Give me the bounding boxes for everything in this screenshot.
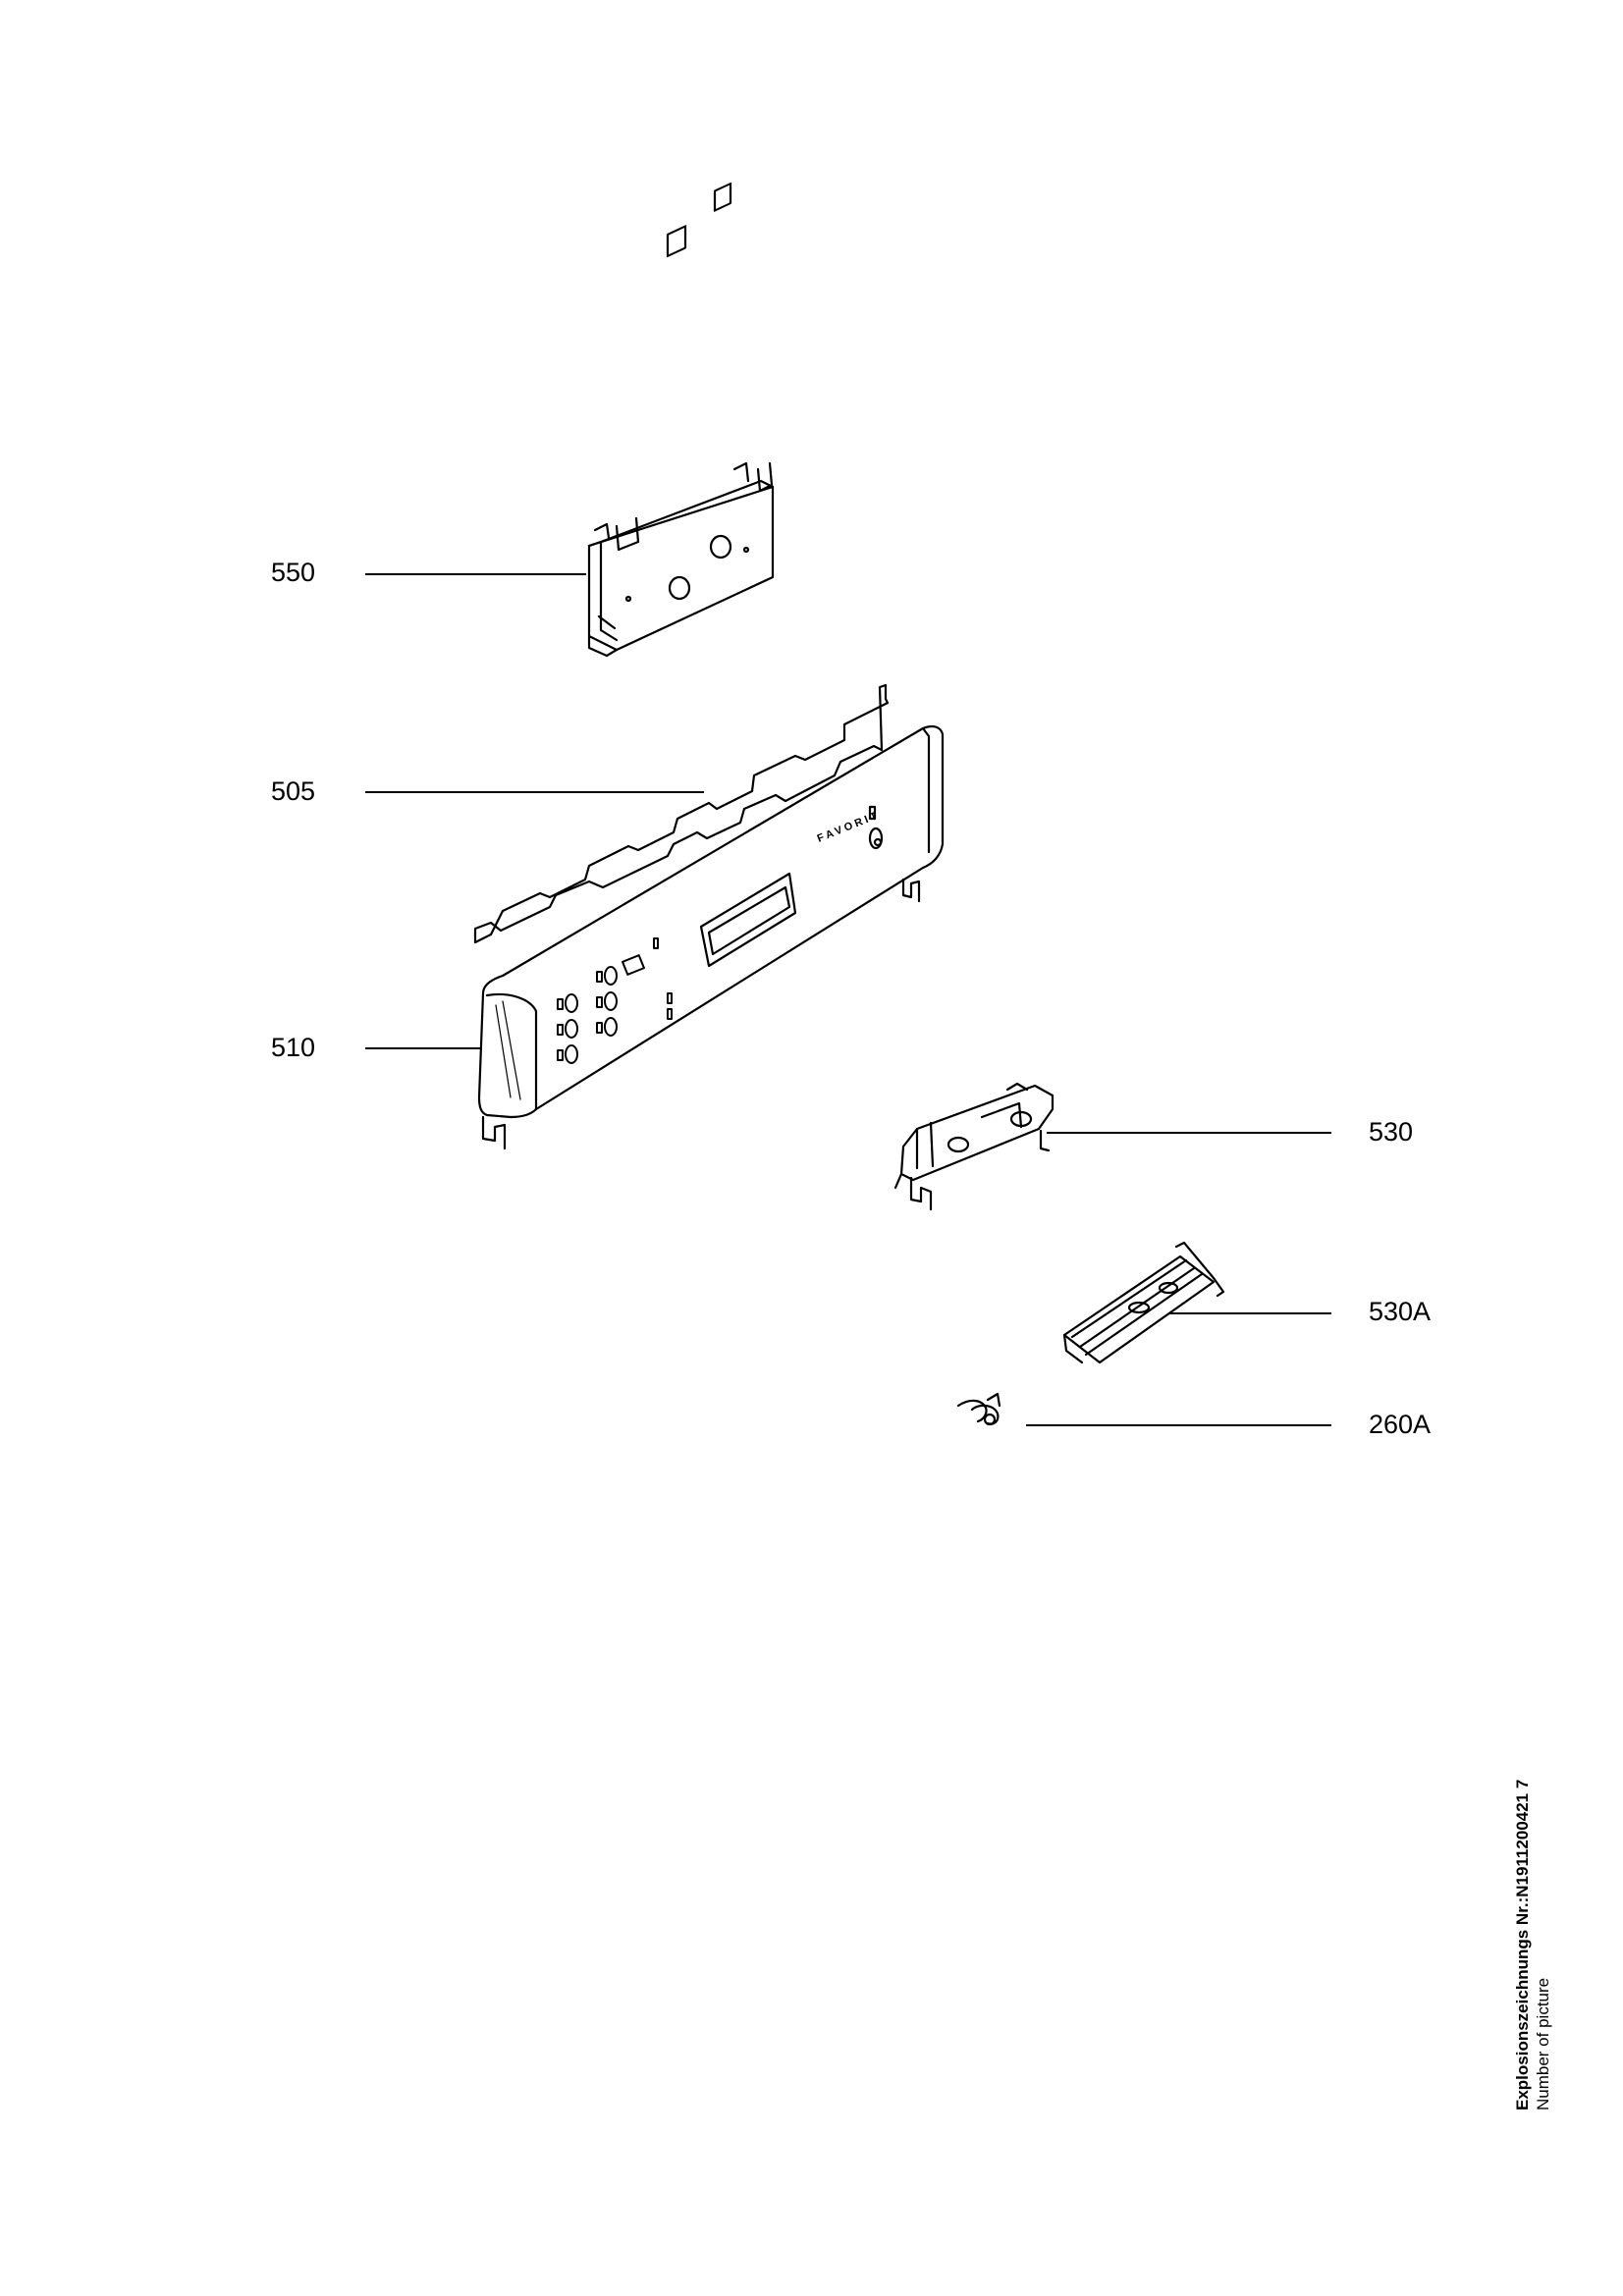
- part-label-260a: 260A: [1369, 1410, 1432, 1439]
- part-label-550: 550: [271, 558, 316, 587]
- part-label-530a: 530A: [1369, 1297, 1432, 1326]
- part-label-505: 505: [271, 776, 316, 806]
- caption-title: Explosionszeichnungs Nr.:N1911200421 7: [1513, 1779, 1532, 2110]
- part-510-control-panel: [477, 724, 945, 1150]
- drawing-caption: Explosionszeichnungs Nr.:N1911200421 7 N…: [1512, 1780, 1571, 2120]
- part-label-530: 530: [1369, 1117, 1414, 1147]
- caption-subtitle: Number of picture: [1534, 1977, 1552, 2110]
- leader-line-260a: [1026, 1424, 1331, 1426]
- part-530a-slider: [1062, 1241, 1225, 1364]
- leader-line-550: [365, 573, 586, 575]
- leader-line-510: [365, 1047, 481, 1049]
- leader-line-530a: [1147, 1312, 1331, 1314]
- leader-line-530: [1047, 1132, 1331, 1134]
- part-530-hinge-block: [893, 1082, 1055, 1211]
- part-505-strip: [473, 683, 890, 944]
- leader-line-505: [365, 791, 704, 793]
- part-label-510: 510: [271, 1033, 316, 1062]
- part-260a-spring-clip: [956, 1392, 1001, 1426]
- part-550-module-bracket: [587, 182, 775, 658]
